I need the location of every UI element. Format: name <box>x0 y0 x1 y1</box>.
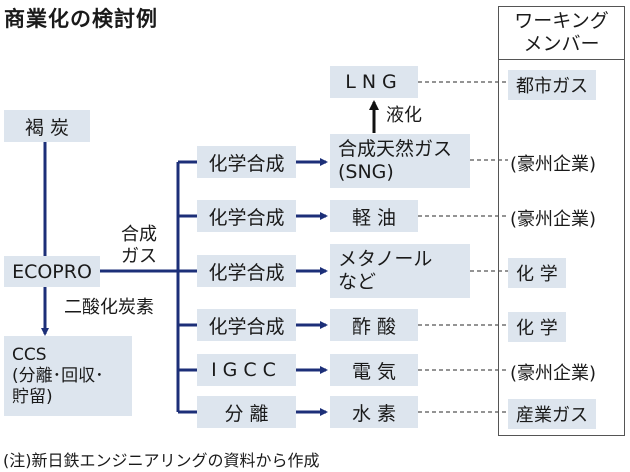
product-box-hydrogen: 水 素 <box>330 396 418 428</box>
process-box-separation: 分 離 <box>197 396 296 428</box>
member-au-company-3: (豪州企業) <box>510 363 597 384</box>
ccs-line-1: CCS <box>12 344 47 365</box>
product-box-sng: 合成天然ガス (SNG) <box>330 134 470 188</box>
co2-label: 二酸化炭素 <box>64 297 154 318</box>
process-box-chem-synthesis-4: 化学合成 <box>197 309 296 341</box>
member-chemical-1: 化 学 <box>508 258 566 288</box>
process-box-chem-synthesis-2: 化学合成 <box>197 200 296 232</box>
ccs-box: CCS (分離･回収･ 貯留) <box>4 336 132 416</box>
member-au-company-2: (豪州企業) <box>510 209 597 230</box>
page-title: 商業化の検討例 <box>4 7 158 31</box>
member-au-company-1: (豪州企業) <box>510 154 597 175</box>
member-chemical-2: 化 学 <box>508 312 566 342</box>
ccs-line-2: (分離･回収･ <box>12 365 104 386</box>
members-header-line-1: ワーキング <box>514 10 609 32</box>
members-column <box>498 6 625 436</box>
ecopro-box: ECOPRO <box>4 256 100 287</box>
member-city-gas: 都市ガス <box>508 70 596 100</box>
methanol-line-1: メタノール <box>338 248 433 270</box>
synthesis-gas-line-2: ガス <box>121 246 157 267</box>
process-box-igcc: IGCC <box>197 354 296 386</box>
liquefaction-label: 液化 <box>386 105 422 126</box>
product-box-light-oil: 軽 油 <box>330 200 418 232</box>
member-industrial-gas: 産業ガス <box>508 399 596 429</box>
sng-line-1: 合成天然ガス <box>338 138 453 160</box>
source-footnote: (注)新日鉄エンジニアリングの資料から作成 <box>3 451 320 470</box>
product-box-methanol: メタノール など <box>330 244 470 298</box>
product-box-electricity: 電 気 <box>330 354 418 386</box>
members-header-line-2: メンバー <box>523 33 600 55</box>
synthesis-gas-line-1: 合成 <box>121 224 157 245</box>
product-box-acetic-acid: 酢 酸 <box>330 309 418 341</box>
sng-line-2: (SNG) <box>338 161 394 183</box>
product-box-lng: LNG <box>330 66 418 98</box>
methanol-line-2: など <box>338 271 377 293</box>
lignite-box: 褐 炭 <box>4 110 90 142</box>
ccs-line-3: 貯留) <box>12 386 53 407</box>
process-box-chem-synthesis-1: 化学合成 <box>197 146 296 178</box>
members-header: ワーキング メンバー <box>498 6 625 60</box>
process-box-chem-synthesis-3: 化学合成 <box>197 255 296 287</box>
synthesis-gas-label: 合成 ガス <box>121 224 157 268</box>
